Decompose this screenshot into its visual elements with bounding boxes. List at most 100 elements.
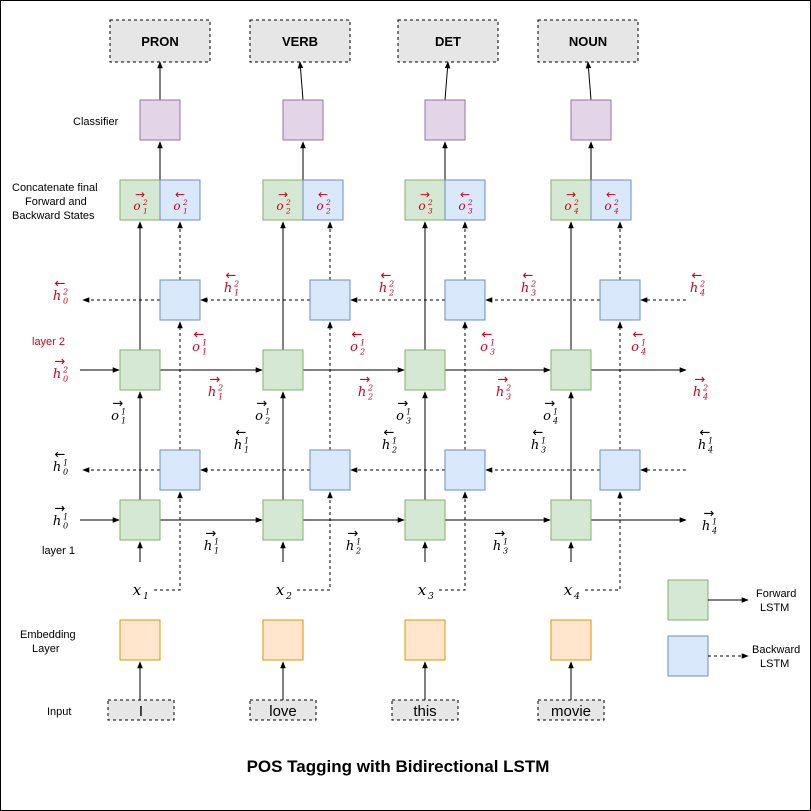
forward-lstm-layer1-cell [262,499,304,541]
input-word-box [249,699,317,721]
h-forward-layer1-symbol-base: h [493,539,501,554]
h-forward-layer2-symbol-dir: → [210,373,221,388]
h-forward-layer2-symbol-dir: → [360,373,371,388]
concat-forward-symbol-sub: 4 [573,206,579,215]
h-backward-layer2-symbol-base: h [521,281,529,296]
concat-backward-symbol-dir: ← [175,188,185,202]
h-forward-layer2-symbol-base: h [208,385,216,400]
o-backward-layer1-symbol-sup: 1 [360,339,365,348]
concat-backward-cell [302,179,344,221]
h-forward-layer1-symbol-sub: 4 [711,527,717,536]
h-forward-layer1-symbol-sub: 3 [503,547,508,556]
legend-forward-line2: LSTM [760,602,789,614]
h-forward-layer2-symbol-sub: 1 [218,393,223,402]
concat-backward-symbol-sup: 2 [467,198,473,207]
h-backward-layer2-symbol-sub: 1 [234,289,239,298]
concat-forward-cell [404,179,446,221]
h-forward-layer1-symbol-sub: 2 [355,547,361,556]
backward-lstm-layer1-cell [309,449,351,491]
concat-forward-symbol-sup: 2 [285,198,291,207]
tag-box [397,19,499,63]
o-forward-layer1-symbol-dir: → [545,397,556,412]
concat-backward-symbol-base: o [458,199,465,213]
h-forward-layer2-symbol-sup: 2 [505,384,511,393]
h-backward-layer1-symbol-dir: ← [384,426,395,441]
o-backward-layer1-symbol-sub: 3 [490,348,495,357]
h-forward-layer1-symbol-sup: 1 [63,513,68,522]
o-forward-layer1-symbol-sub: 3 [406,417,411,426]
h-backward-layer1-symbol-sub: 0 [63,468,68,477]
h-backward-layer2-symbol-sup: 2 [530,280,536,289]
h-forward-layer1-symbol-sub: 1 [214,547,219,556]
input-label: Input [47,706,71,718]
h-backward-layer2-symbol-base: h [690,281,698,296]
backward-lstm-layer2-cell [444,279,486,321]
forward-lstm-layer2-cell [119,349,161,391]
h-backward-layer2-symbol-sub: 4 [699,289,705,298]
concat-backward-cell [159,179,201,221]
h-backward-layer2-symbol-sub: 0 [63,297,68,306]
concat-forward-symbol-sub: 2 [285,206,291,215]
o-backward-layer1-symbol-base: o [350,340,358,355]
input-word-label: love [269,703,297,720]
h-forward-layer2-symbol-dir: → [55,355,66,370]
h-backward-layer2-symbol-base: h [53,289,61,304]
o-backward-layer1-symbol-base: o [631,340,639,355]
o-forward-layer1-symbol-base: o [255,409,263,424]
concat-forward-symbol-base: o [564,199,571,213]
concat-forward-symbol-dir: → [566,188,576,202]
h-forward-layer1-symbol-dir: → [348,527,359,542]
tag-label: NOUN [569,34,607,49]
input-word-box [107,699,175,721]
embedding-label-line1: Embedding [20,629,76,641]
h-backward-layer1-symbol-sub: 3 [541,446,546,455]
concat-label-line1: Concatenate final [12,182,98,194]
h-backward-layer2-symbol-dir: ← [381,269,392,284]
o-backward-layer1-symbol-sub: 2 [359,348,365,357]
arrow-x-to-backward-layer1 [297,491,333,591]
h-forward-layer1-symbol-sub: 0 [63,522,68,531]
h-backward-layer2-symbol-dir: ← [226,269,237,284]
h-backward-layer1-symbol-base: h [531,438,539,453]
concat-backward-symbol-sup: 2 [613,198,619,207]
concat-forward-symbol-base: o [276,199,283,213]
o-backward-layer1-symbol-dir: ← [194,328,205,343]
concat-forward-symbol-dir: → [420,188,430,202]
x-input-symbol-sub: 3 [428,591,434,602]
h-backward-layer1-symbol-sup: 1 [392,437,397,446]
concat-backward-symbol-base: o [316,199,323,213]
concat-backward-symbol-base: o [173,199,180,213]
embedding-cell [404,619,446,661]
concat-backward-cell [444,179,486,221]
input-word-box [391,699,459,721]
concat-forward-symbol-sub: 3 [428,206,433,215]
h-backward-layer2-symbol-dir: ← [523,269,534,284]
concat-backward-symbol-sub: 4 [613,206,619,215]
concat-forward-symbol-sup: 2 [573,198,579,207]
forward-lstm-layer1-cell [404,499,446,541]
concat-backward-symbol-sub: 3 [468,206,473,215]
concat-forward-symbol-base: o [133,199,140,213]
legend-backward-line2: LSTM [760,658,789,670]
h-backward-layer2-symbol-sup: 2 [388,280,394,289]
h-forward-layer2-symbol-sup: 2 [62,366,68,375]
forward-lstm-layer2-cell [404,349,446,391]
tag-label: VERB [282,34,318,49]
